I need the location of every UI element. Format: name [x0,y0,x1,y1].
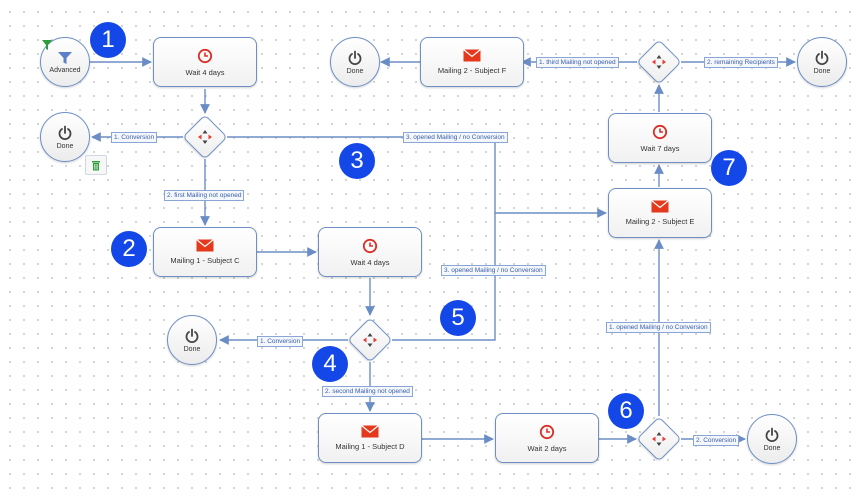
edge-label-remaining-recipients[interactable]: 2. remaining Recipients [704,57,778,68]
delete-button[interactable] [85,155,107,175]
step-badge: 1 [90,22,126,58]
edge-label-first-not-opened[interactable]: 2. first Mailing not opened [164,190,245,201]
edge-label-second-not-opened[interactable]: 2. second Mailing not opened [322,386,413,397]
funnel-icon [58,51,72,64]
step-badge: 5 [440,300,476,336]
step-badge: 7 [711,150,747,186]
power-icon [348,50,362,65]
mailing-node[interactable]: Mailing 2 - Subject F [420,37,524,87]
node-label: Done [183,345,201,353]
edge-label-conversion[interactable]: 1. Conversion [257,336,304,347]
decision-node[interactable] [182,114,228,160]
step-badge: 2 [111,231,147,267]
wait-node[interactable]: Wait 2 days [495,413,599,463]
wait-node[interactable]: Wait 7 days [608,113,712,163]
mail-icon [196,239,214,252]
node-label: Mailing 2 - Subject F [437,66,507,75]
step-badge: 4 [312,346,348,382]
done-node[interactable]: Done [797,37,847,87]
clock-icon [652,124,668,139]
mail-icon [651,200,669,213]
node-label: Mailing 1 - Subject C [170,256,240,265]
node-label: Mailing 1 - Subject D [335,442,405,451]
clock-icon [362,238,378,253]
node-label: Done [813,67,831,75]
mailing-node[interactable]: Mailing 1 - Subject D [318,413,422,463]
trash-icon [92,160,100,170]
done-node[interactable]: Done [167,315,217,365]
node-label: Wait 4 days [185,67,225,77]
power-icon [765,427,779,442]
decision-node[interactable] [347,317,393,363]
mailing-node[interactable]: Mailing 2 - Subject E [608,188,712,238]
node-label: Wait 7 days [640,143,680,153]
edge-label-opened-no-conversion[interactable]: 3. opened Mailing / no Conversion [441,265,546,276]
edge-label-conversion[interactable]: 2. Conversion [693,435,740,446]
node-label: Done [763,444,781,452]
step-badge: 3 [339,143,375,179]
node-label: Wait 2 days [527,443,567,453]
wait-node[interactable]: Wait 4 days [153,37,257,87]
split-arrows-icon [652,432,666,446]
power-icon [58,125,72,140]
edge-label-conversion[interactable]: 1. Conversion [111,132,158,143]
edge-label-opened-no-conversion[interactable]: 3. opened Mailing / no Conversion [403,132,508,143]
start-node-advanced[interactable]: Advanced [40,37,90,87]
mailing-node[interactable]: Mailing 1 - Subject C [153,227,257,277]
node-label: Wait 4 days [350,257,390,267]
decision-node[interactable] [636,39,682,85]
done-node[interactable]: Done [747,414,797,464]
clock-icon [539,424,555,439]
power-icon [815,50,829,65]
edge-label-opened-no-conversion[interactable]: 1. opened Mailing / no Conversion [606,322,711,333]
edge-decision2-mailing2e [392,213,496,341]
edge-decision1-mailing2e [227,136,607,218]
decision-node[interactable] [636,416,682,462]
clock-icon [197,48,213,63]
edge-label-third-not-opened[interactable]: 1. third Mailing not opened [536,57,619,68]
node-label: Advanced [49,66,81,74]
node-label: Mailing 2 - Subject E [625,217,695,226]
node-label: Done [346,67,364,75]
split-arrows-icon [363,333,377,347]
mail-icon [361,425,379,438]
done-node[interactable]: Done [330,37,380,87]
node-label: Done [56,142,74,150]
start-flag-icon [42,40,52,50]
power-icon [185,328,199,343]
mail-icon [463,49,481,62]
step-badge: 6 [608,393,644,429]
split-arrows-icon [198,130,212,144]
wait-node[interactable]: Wait 4 days [318,227,422,277]
done-node[interactable]: Done [40,112,90,162]
split-arrows-icon [652,55,666,69]
